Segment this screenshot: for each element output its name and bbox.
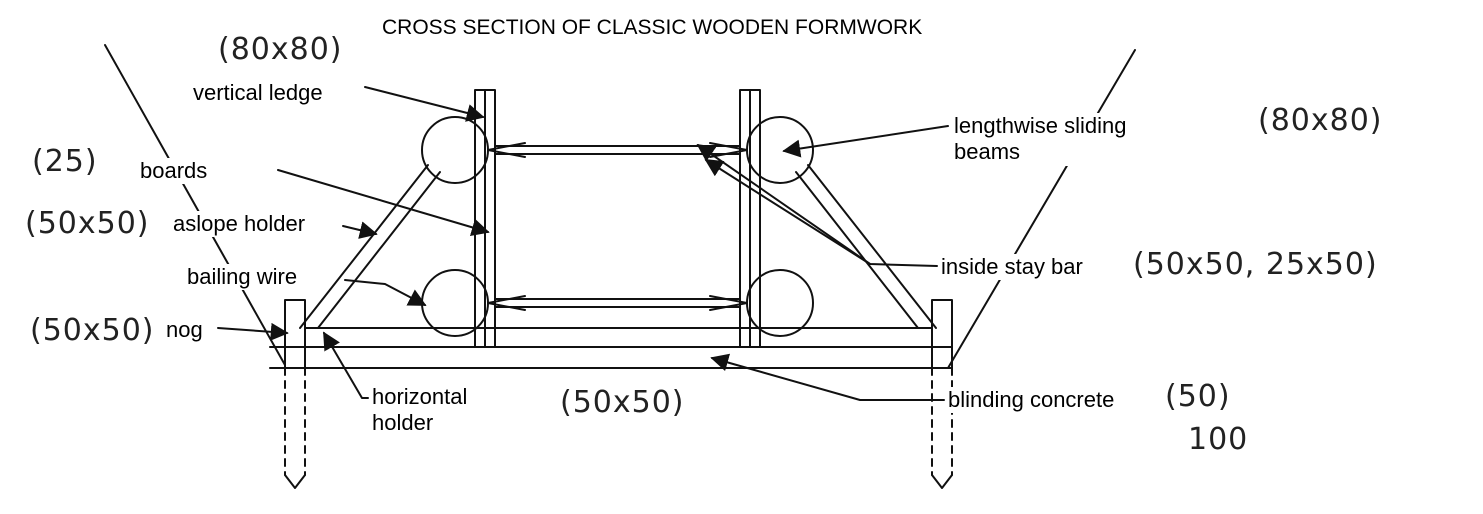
dim-aslope-holder: (50x50) bbox=[25, 206, 150, 241]
leader-aslope-holder bbox=[342, 221, 378, 239]
inside-stay-bar-bottom bbox=[487, 295, 748, 311]
label-boards: boards bbox=[140, 158, 208, 185]
label-vertical-ledge: vertical ledge bbox=[193, 80, 323, 107]
dim-lengthwise-sliding-beams: (80x80) bbox=[1258, 103, 1383, 138]
beam-circle-bottom-right bbox=[746, 269, 814, 337]
label-nog: nog bbox=[166, 317, 203, 344]
dim-nog: (50x50) bbox=[30, 313, 155, 348]
stake-left-tip bbox=[284, 474, 306, 489]
leader-nog bbox=[217, 322, 289, 341]
dim-blinding-concrete-extra: 100 bbox=[1188, 422, 1249, 457]
label-bailing-wire: bailing wire bbox=[187, 264, 298, 291]
label-blinding-concrete: blinding concrete bbox=[948, 387, 1115, 414]
stake-right bbox=[931, 367, 953, 476]
label-horizontal-holder: horizontal holder bbox=[372, 384, 522, 437]
excavation-slope-left bbox=[104, 44, 286, 366]
leader-vertical-ledge bbox=[364, 86, 485, 122]
aslope-holder-right bbox=[795, 164, 937, 329]
nog-right bbox=[931, 299, 953, 369]
leader-inside-stay-bar-2 bbox=[696, 143, 871, 265]
leader-blinding-concrete bbox=[710, 353, 945, 401]
excavation-slope-right bbox=[947, 49, 1136, 369]
leader-lengthwise-sliding-beams bbox=[782, 125, 949, 158]
stake-left bbox=[284, 367, 306, 476]
beam-circle-top-right bbox=[746, 116, 814, 184]
diagram-title: CROSS SECTION OF CLASSIC WOODEN FORMWORK bbox=[382, 15, 923, 41]
dim-inside-stay-bar: (50x50, 25x50) bbox=[1133, 247, 1378, 282]
beam-circle-top-left bbox=[421, 116, 489, 184]
inside-stay-bar-top bbox=[487, 142, 748, 158]
label-lengthwise-sliding-beams: lengthwise sliding beams bbox=[954, 113, 1184, 166]
beam-circle-bottom-left bbox=[421, 269, 489, 337]
stake-right-tip bbox=[931, 474, 953, 489]
leader-boards bbox=[277, 169, 490, 237]
dim-blinding-concrete: (50) bbox=[1165, 379, 1231, 414]
aslope-holder-left bbox=[299, 164, 441, 329]
leader-horizontal-holder bbox=[323, 331, 369, 399]
dim-vertical-ledge: (80x80) bbox=[218, 32, 343, 67]
dim-horizontal-holder: (50x50) bbox=[560, 385, 685, 420]
nog-left bbox=[284, 299, 306, 369]
leader-bailing-wire bbox=[344, 279, 427, 306]
dim-boards: (25) bbox=[32, 144, 98, 179]
label-inside-stay-bar: inside stay bar bbox=[941, 254, 1083, 281]
label-aslope-holder: aslope holder bbox=[173, 211, 306, 238]
